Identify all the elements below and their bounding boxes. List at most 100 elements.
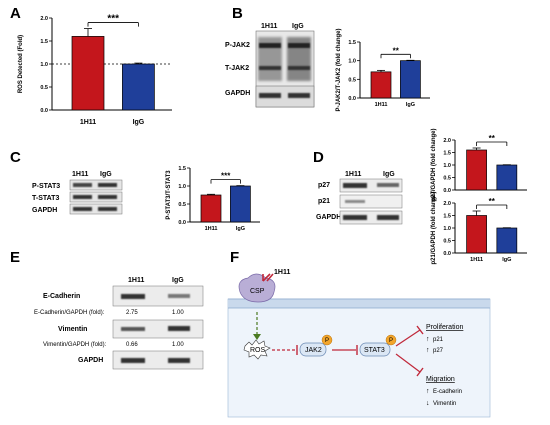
d1-ytick-label: 2.0 <box>443 138 451 144</box>
c-ytick-label: 0.5 <box>178 202 186 208</box>
ros-burst <box>243 339 271 360</box>
a-ytick-label: 2.0 <box>40 16 48 22</box>
ecad-up-arrow: ↑ <box>426 388 430 395</box>
d2-ytick-label: 1.0 <box>443 226 451 232</box>
c-ytick-label: 1.5 <box>178 166 186 172</box>
blot-e-ecad-ratio-igg: 1.00 <box>172 310 184 316</box>
pathway-diagram: CSP 1H11 ROS JAK2 P STAT3 P Proliferatio… <box>227 269 491 418</box>
csp-label: CSP <box>250 288 265 295</box>
blot-c: 1H11 IgG P-STAT3 T-STAT3 GAPDH <box>32 171 123 215</box>
stat3-phospho-label: P <box>389 338 393 344</box>
csp-receptor <box>238 273 276 303</box>
stat3-phospho <box>385 334 397 346</box>
c-xtick-label-0: 1H11 <box>205 226 218 232</box>
c-bar-1 <box>230 185 251 223</box>
blot-d-row-gapdh: GAPDH <box>316 214 341 221</box>
jak2-label: JAK2 <box>305 347 322 354</box>
b-ytick-label: 1.0 <box>348 59 356 65</box>
b-xtick-label-0: 1H11 <box>375 102 388 108</box>
d1-ytick-label: 1.5 <box>443 151 451 157</box>
blot-b: 1H11 IgG P-JAK2 T-JAK2 GAPDH <box>225 23 315 108</box>
p27-up-arrow: ↑ <box>426 347 430 354</box>
stat3-node <box>359 342 391 357</box>
blot-b-row-gapdh: GAPDH <box>225 90 250 97</box>
d2-xtick-label-0: 1H11 <box>470 257 483 263</box>
blot-c-row-tstat3: T-STAT3 <box>32 195 59 202</box>
a-bar-0 <box>71 36 105 111</box>
d1-bar-0 <box>466 149 487 191</box>
panel-label-c: C <box>10 149 21 166</box>
d1-significance: ** <box>489 134 496 143</box>
blot-b-row-tjak2: T-JAK2 <box>225 65 249 72</box>
blot-e-lane-1h11: 1H11 <box>128 277 144 284</box>
b-ytick-label: 0.0 <box>348 96 356 102</box>
blot-d-row-p21: p21 <box>318 198 330 205</box>
c-ylabel: P-STAT3/T-STAT3 <box>166 170 172 220</box>
d1-ytick-label: 1.0 <box>443 163 451 169</box>
jak2-node <box>299 342 327 357</box>
blot-b-row-pjak2: P-JAK2 <box>225 42 250 49</box>
blot-e-vim-ratio-1h11: 0.66 <box>126 342 138 348</box>
c-ytick-label: 0.0 <box>178 220 186 226</box>
jak2-phospho <box>321 334 333 346</box>
blot-e-ecad-ratio-1h11: 2.75 <box>126 310 138 316</box>
a-xtick-label-0: 1H11 <box>80 119 96 126</box>
b-bar-0 <box>370 71 392 99</box>
antibody-icon <box>262 273 274 282</box>
blot-e-vim-ratio-label: Vimentin/GAPDH (fold): <box>43 342 107 348</box>
blot-e-gapdh-label: GAPDH <box>78 357 103 364</box>
panel-label-a: A <box>10 5 21 22</box>
b-ylabel: P-JAK2/T-JAK2 (fold change) <box>336 28 342 111</box>
panel-label-d: D <box>313 149 324 166</box>
d1-ylabel: p27/GAPDH (fold change) <box>431 128 437 201</box>
inhibit-migration <box>395 353 421 373</box>
a-ytick-label: 0.0 <box>40 108 48 114</box>
b-significance: ** <box>393 46 400 55</box>
blot-d-lane-1h11: 1H11 <box>345 171 361 178</box>
d2-ylabel: p21/GAPDH (fold change) <box>431 191 437 264</box>
b-bar-1 <box>400 60 421 99</box>
c-bar-0 <box>200 194 222 223</box>
a-ytick-label: 1.5 <box>40 39 48 45</box>
antibody-label: 1H11 <box>274 269 290 276</box>
p21-label: p21 <box>433 337 444 343</box>
ros-label: ROS <box>250 347 266 354</box>
blot-b-lane-1h11: 1H11 <box>261 23 277 30</box>
p21-up-arrow: ↑ <box>426 336 430 343</box>
blot-e-vim-ratio-igg: 1.00 <box>172 342 184 348</box>
panel-label-f: F <box>230 249 239 266</box>
vim-down-arrow: ↓ <box>426 400 430 407</box>
blot-d-lane-igg: IgG <box>383 171 395 178</box>
blot-e-ecad-label: E-Cadherin <box>43 293 80 300</box>
blot-d-row-p27: p27 <box>318 182 330 189</box>
blot-e-ecad-ratio-label: E-Cadherin/GAPDH (fold): <box>34 310 105 316</box>
c-ytick-label: 1.0 <box>178 184 186 190</box>
d1-ytick-label: 0.0 <box>443 188 451 194</box>
d2-bar-0 <box>466 215 487 254</box>
chart-b: 0.00.51.01.5P-JAK2/T-JAK2 (fold change)1… <box>336 28 430 112</box>
blot-e-vim-label: Vimentin <box>58 326 87 333</box>
inhibit-proliferation <box>395 329 421 347</box>
jak2-phospho-label: P <box>325 338 329 344</box>
a-ylabel: ROS Detected (Fold) <box>18 35 24 93</box>
blot-c-lane-igg: IgG <box>100 171 112 178</box>
blot-e-lane-igg: IgG <box>172 277 184 284</box>
ecad-label: E-cadherin <box>433 389 462 395</box>
vim-label: Vimentin <box>433 401 456 407</box>
d2-xtick-label-1: IgG <box>502 257 511 263</box>
panel-label-b: B <box>232 5 243 22</box>
d2-bar-1 <box>496 227 518 254</box>
cell-membrane <box>228 299 490 308</box>
d2-ytick-label: 1.5 <box>443 214 451 220</box>
blot-d: 1H11 IgG p27 p21 GAPDH <box>316 171 403 225</box>
diagram-frame <box>227 298 491 418</box>
b-ytick-label: 1.5 <box>348 40 356 46</box>
p27-label: p27 <box>433 348 444 354</box>
a-ytick-label: 1.0 <box>40 62 48 68</box>
blot-c-row-gapdh: GAPDH <box>32 207 57 214</box>
stat3-label: STAT3 <box>364 347 385 354</box>
